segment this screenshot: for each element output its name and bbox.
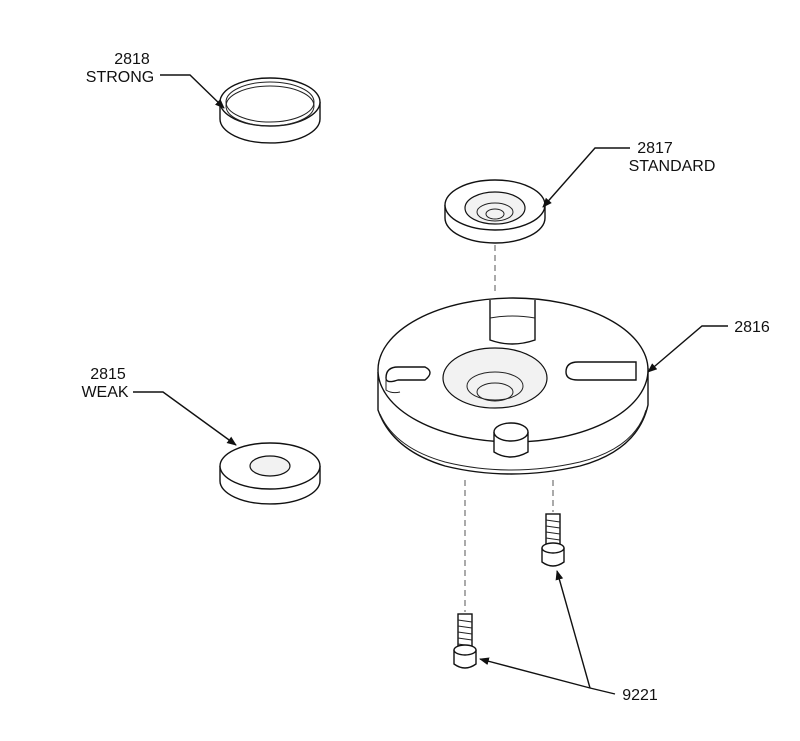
leader-line-2817: [542, 147, 630, 208]
label-2818: 2818 STRONG: [86, 51, 225, 109]
label-2815-name: WEAK: [81, 384, 128, 401]
label-2816-number: 2816: [734, 319, 770, 336]
part-2816-base-plate: [377, 297, 649, 475]
part-2817-standard-cup: [444, 179, 546, 244]
label-2818-number: 2818: [114, 51, 150, 68]
label-2817-number: 2817: [637, 140, 673, 157]
part-9221-screw-left: [453, 613, 477, 669]
label-2818-name: STRONG: [86, 69, 154, 86]
leader-line-2818: [160, 74, 225, 109]
part-9221-screw-right: [541, 513, 565, 567]
leader-line-2816: [647, 325, 728, 373]
label-9221-number: 9221: [622, 687, 658, 704]
part-2815-weak-washer: [219, 442, 321, 505]
label-2817-name: STANDARD: [629, 158, 716, 175]
part-2818-strong-ring: [219, 77, 321, 144]
leader-line-9221-right: [555, 570, 591, 689]
label-2815-number: 2815: [90, 366, 126, 383]
label-2817: 2817 STANDARD: [542, 140, 716, 208]
label-2815: 2815 WEAK: [81, 366, 237, 446]
leader-line-9221-left: [479, 657, 616, 695]
label-2816: 2816: [647, 319, 770, 373]
label-9221: 9221: [479, 570, 658, 704]
leader-line-2815: [133, 391, 237, 446]
